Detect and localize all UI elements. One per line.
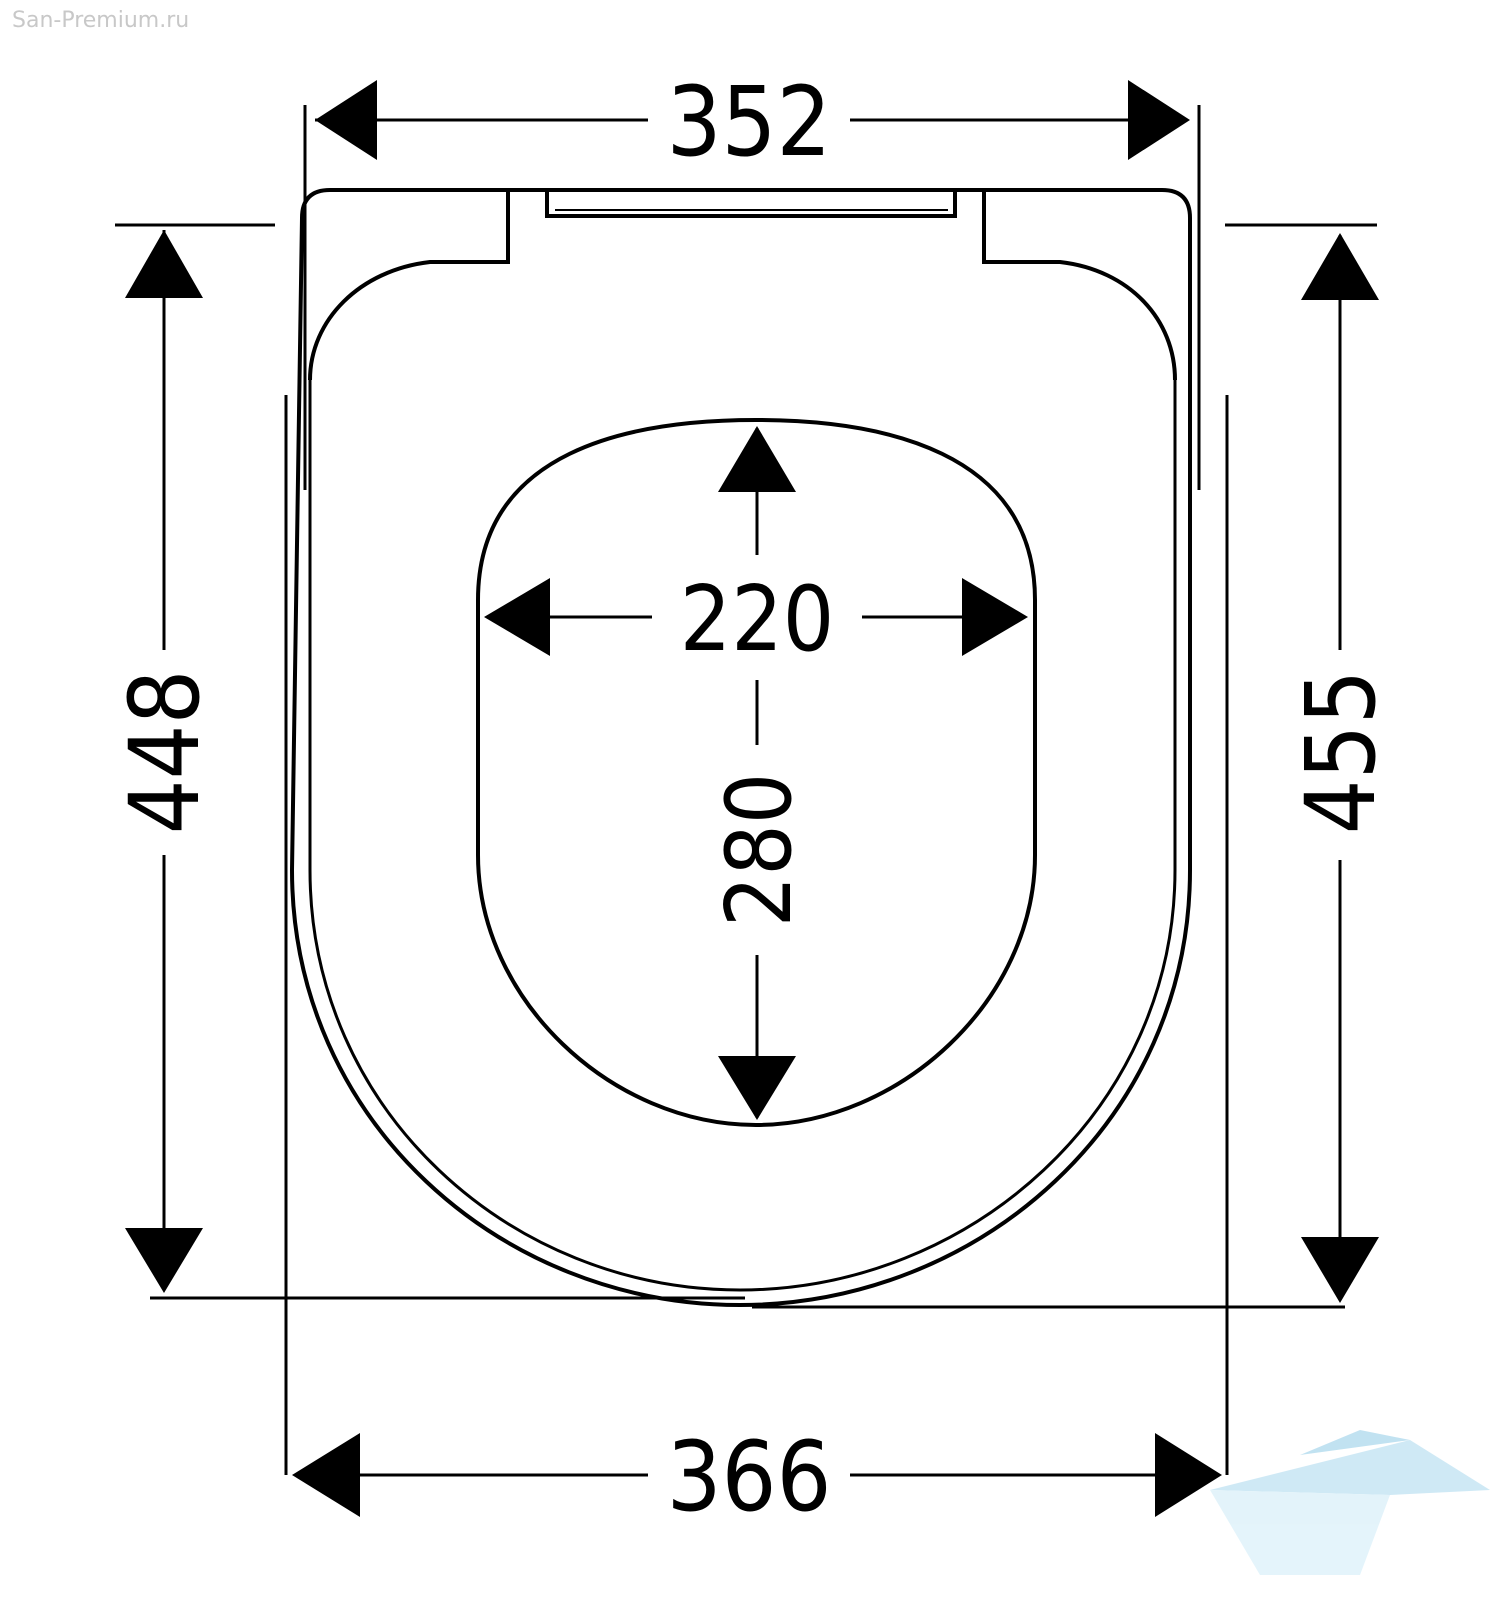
seat-lid-outline [308, 380, 1177, 1292]
hinge-bar [545, 192, 957, 218]
hinge-profile [308, 190, 1177, 381]
dimension-bottom-366: 366 [292, 1421, 1222, 1533]
dimension-label-352: 352 [667, 66, 832, 178]
seat-opening [476, 417, 1037, 1128]
dimension-top-352: 352 [315, 66, 1190, 178]
dimension-opening-220: 220 [484, 567, 1028, 672]
dimension-label-448: 448 [109, 670, 221, 835]
watermark-text: San-Premium.ru [12, 8, 190, 33]
dimension-label-280: 280 [707, 773, 812, 928]
dimension-right-455: 455 [1285, 233, 1397, 1303]
dimension-left-448: 448 [109, 230, 221, 1293]
dimension-opening-280: 280 [707, 426, 812, 1120]
dimension-label-366: 366 [667, 1421, 832, 1533]
dimension-label-220: 220 [680, 567, 835, 672]
watermark-logo-icon [1210, 1430, 1490, 1575]
dimension-label-455: 455 [1285, 670, 1397, 835]
seat-outer-outline [289, 188, 1192, 1308]
